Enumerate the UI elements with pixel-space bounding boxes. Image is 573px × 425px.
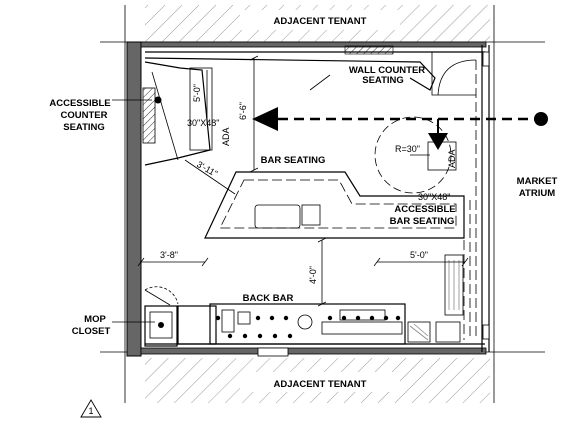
storefront-east <box>431 45 490 352</box>
dim-ada-left: ADA <box>221 127 231 146</box>
wall-counter-hatch <box>344 45 394 55</box>
market-atrium-label-2: ATRIUM <box>519 188 555 199</box>
dimension-lines <box>137 55 469 307</box>
back-bar <box>177 303 406 345</box>
adjacent-tenant-top-label: ADJACENT TENANT <box>274 16 367 27</box>
bar-seating-label: BAR SEATING <box>261 155 326 166</box>
revision-triangle-icon <box>80 399 102 418</box>
mop-closet-label-2: CLOSET <box>72 326 111 337</box>
dim-5-0-top: 5'-0" <box>192 84 202 102</box>
accessible-counter-label-2: COUNTER <box>61 110 108 121</box>
west-wall <box>126 41 142 357</box>
dim-5-0-right: 5'-0" <box>410 250 428 260</box>
ada-turning-radius <box>374 116 452 194</box>
dim-3-11: 3'-11" <box>195 159 219 179</box>
dim-ada-right: ADA <box>447 149 457 168</box>
accessible-counter-label-3: SEATING <box>63 122 105 133</box>
south-wall <box>140 347 487 355</box>
mop-closet <box>144 286 179 347</box>
revision-number: 1 <box>88 406 93 416</box>
wall-counter-seating-label-2: SEATING <box>362 75 404 86</box>
wall-counter-seating-label: WALL COUNTER <box>349 65 425 76</box>
dim-4-0: 4'-0" <box>308 266 318 284</box>
kitchen-equipment-right <box>407 254 464 343</box>
accessible-bar-label-1: ACCESSIBLE <box>394 204 455 215</box>
dim-table-size-left: 30"X48" <box>187 118 219 128</box>
north-wall <box>140 41 487 48</box>
market-atrium-label-1: MARKET <box>517 176 558 187</box>
accessible-counter-area <box>142 61 213 166</box>
dim-6-6: 6'-6" <box>238 102 248 120</box>
dim-3-8: 3'-8" <box>160 250 178 260</box>
section-marker <box>252 107 548 150</box>
accessible-bar-label-2: BAR SEATING <box>390 216 455 227</box>
dim-radius: R=30" <box>395 144 420 154</box>
dim-table-size-right: 30"X48" <box>418 192 450 202</box>
adjacent-tenant-bottom-label: ADJACENT TENANT <box>274 379 367 390</box>
accessible-counter-label-1: ACCESSIBLE <box>49 98 110 109</box>
back-bar-label: BACK BAR <box>243 293 294 304</box>
bar-counter <box>204 171 465 340</box>
mop-closet-label-1: MOP <box>84 314 106 325</box>
